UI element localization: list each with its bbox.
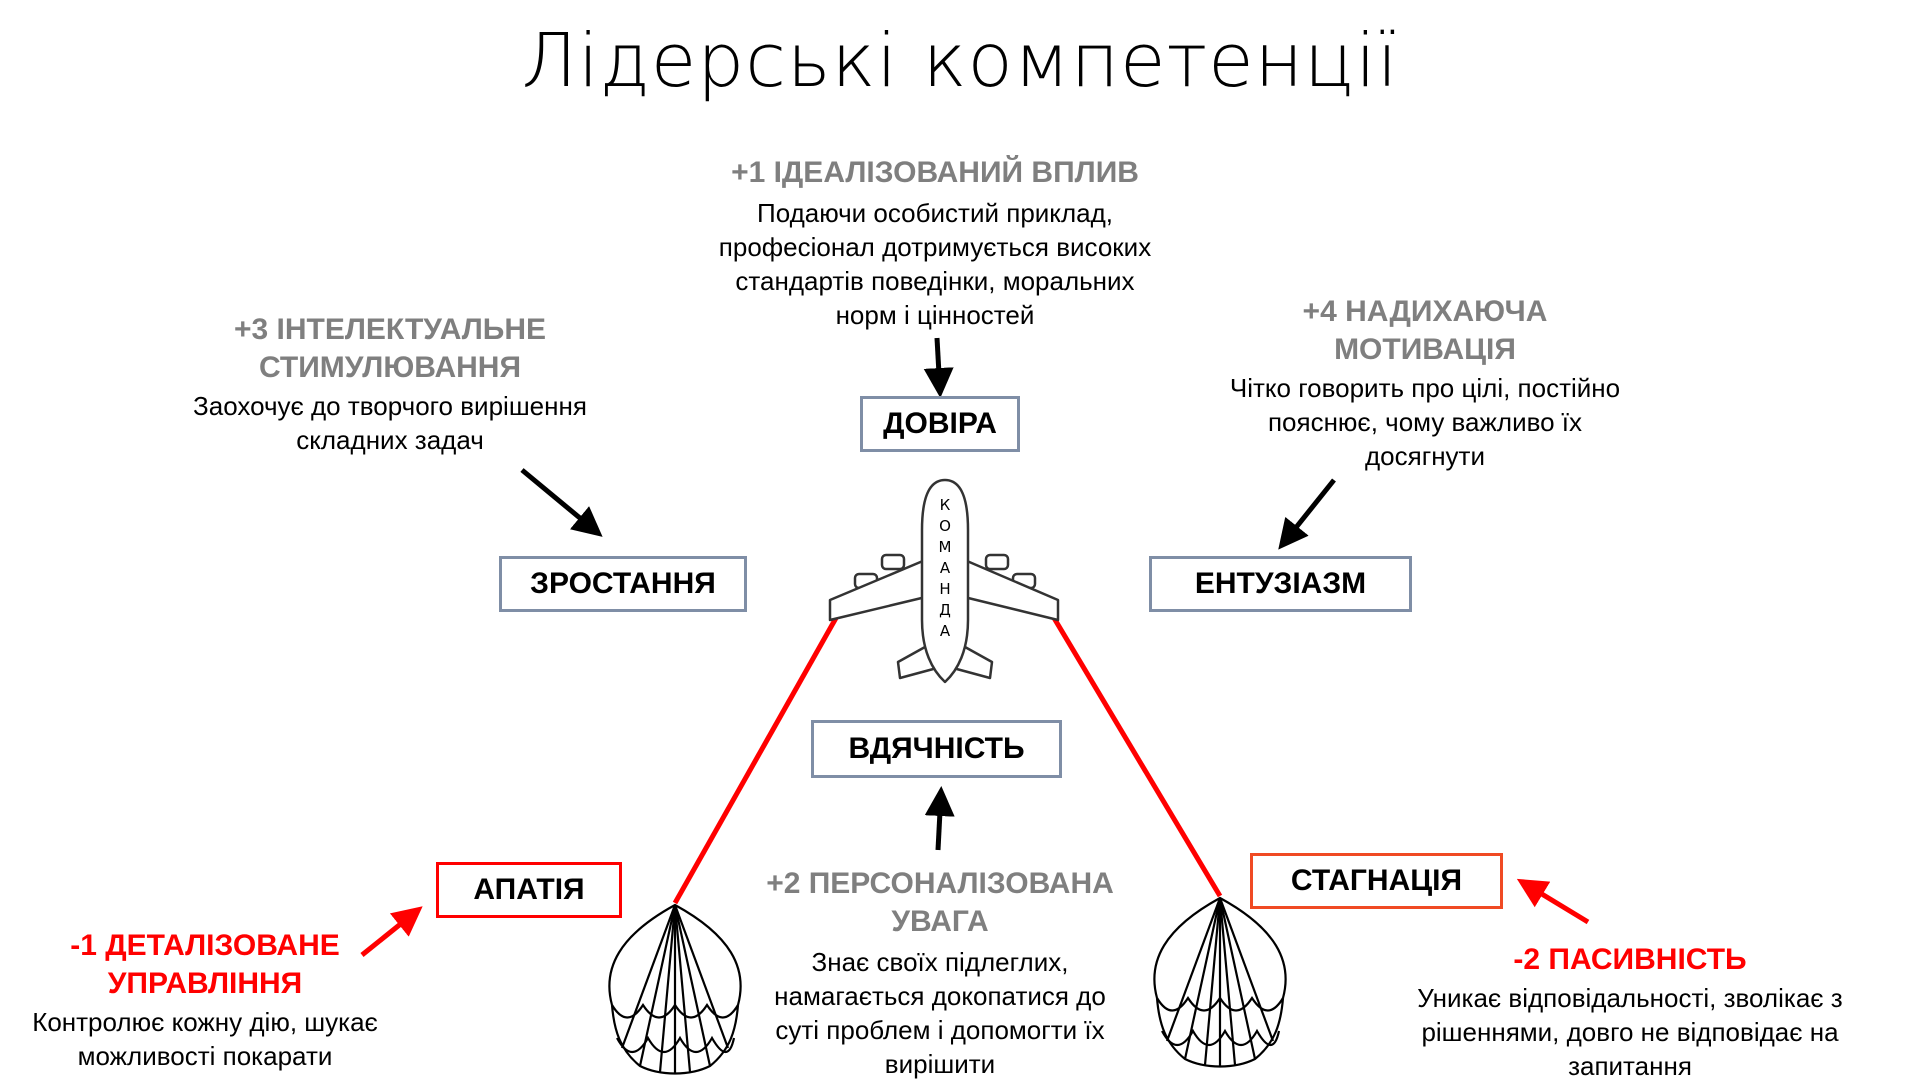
arrow-intellectual-to-growth [520, 468, 603, 537]
enthusiasm-box: ЕНТУЗІАЗМ [1149, 556, 1412, 612]
micromanagement-desc-line: можливості покарати [77, 1041, 333, 1071]
plane-letter: О [939, 517, 951, 535]
personalized-attention-block: +2 ПЕРСОНАЛІЗОВАНА УВАГА Знає своїх підл… [700, 865, 1180, 1081]
personalized-attention-heading: УВАГА [891, 905, 989, 938]
personalized-attention-desc-line: вирішити [884, 1049, 996, 1079]
inspirational-motivation-desc-line: досягнути [1365, 441, 1485, 471]
arrow-idealized-to-trust [923, 337, 954, 398]
idealized-influence-desc-line: норм і цінностей [835, 300, 1035, 330]
passivity-desc-line: запитання [1568, 1051, 1692, 1081]
intellectual-stimulation-heading: +3 ІНТЕЛЕКТУАЛЬНЕ [233, 313, 547, 346]
rope-left [672, 616, 839, 905]
personalized-attention-desc-line: суті проблем і допомогти їх [775, 1015, 1105, 1045]
idealized-influence-heading: +1 ІДЕАЛІЗОВАНИЙ ВПЛИВ [731, 156, 1139, 189]
idealized-influence-desc-line: Подаючи особистий приклад, [757, 198, 1113, 228]
arrow-micromanagement-to-apathy [360, 906, 423, 957]
inspirational-motivation-heading: +4 НАДИХАЮЧА [1302, 295, 1548, 328]
personalized-attention-desc-line: намагається докопатися до [774, 981, 1106, 1011]
micromanagement-heading: -1 ДЕТАЛІЗОВАНЕ [70, 929, 340, 962]
stagnation-box: СТАГНАЦІЯ [1250, 853, 1503, 909]
passivity-heading: -2 ПАСИВНІСТЬ [1513, 943, 1747, 976]
inspirational-motivation-heading: МОТИВАЦІЯ [1334, 333, 1516, 366]
passivity-desc-line: Уникає відповідальності, зволікає з [1417, 983, 1843, 1013]
arrow-inspirational-to-enthusiasm [1278, 478, 1336, 550]
idealized-influence-desc-line: професіонал дотримується високих [718, 232, 1152, 262]
micromanagement-block: -1 ДЕТАЛІЗОВАНЕ УПРАВЛІННЯ Контролює кож… [0, 927, 410, 1073]
plane-letter: Н [939, 580, 950, 598]
gratitude-box: ВДЯЧНІСТЬ [811, 720, 1062, 778]
plane-letter: А [940, 559, 951, 577]
intellectual-stimulation-desc-line: Заохочує до творчого вирішення [193, 391, 587, 421]
arrow-passivity-to-stagnation [1516, 878, 1590, 925]
intellectual-stimulation-block: +3 ІНТЕЛЕКТУАЛЬНЕ СТИМУЛЮВАННЯ Заохочує … [140, 311, 640, 457]
rope-right [1051, 616, 1223, 898]
intellectual-stimulation-desc-line: складних задач [296, 425, 484, 455]
personalized-attention-heading: +2 ПЕРСОНАЛІЗОВАНА [766, 867, 1114, 900]
plane-letter: К [940, 496, 951, 514]
arrow-personalized-to-gratitude [924, 786, 955, 851]
airplane-icon [828, 478, 1060, 684]
micromanagement-heading: УПРАВЛІННЯ [107, 967, 303, 1000]
plane-letter: А [940, 622, 951, 640]
growth-box: ЗРОСТАННЯ [499, 556, 747, 612]
micromanagement-desc-line: Контролює кожну дію, шукає [32, 1007, 378, 1037]
parachute-icon [1153, 896, 1287, 1068]
passivity-block: -2 ПАСИВНІСТЬ Уникає відповідальності, з… [1380, 941, 1880, 1083]
trust-box: ДОВІРА [860, 396, 1020, 452]
inspirational-motivation-desc-line: Чітко говорить про цілі, постійно [1229, 373, 1621, 403]
inspirational-motivation-block: +4 НАДИХАЮЧА МОТИВАЦІЯ Чітко говорить пр… [1165, 293, 1685, 473]
passivity-desc-line: рішеннями, довго не відповідає на [1421, 1017, 1839, 1047]
page-title: Лідерські компетенції [521, 18, 1399, 104]
parachute-icon [608, 903, 742, 1075]
idealized-influence-block: +1 ІДЕАЛІЗОВАНИЙ ВПЛИВ Подаючи особистий… [640, 154, 1230, 332]
inspirational-motivation-desc-line: пояснює, чому важливо їх [1267, 407, 1583, 437]
intellectual-stimulation-heading: СТИМУЛЮВАННЯ [258, 351, 522, 384]
apathy-box: АПАТІЯ [436, 862, 622, 918]
personalized-attention-desc-line: Знає своїх підлеглих, [811, 947, 1069, 977]
plane-letter: М [939, 538, 952, 556]
plane-letter: Д [939, 601, 951, 619]
idealized-influence-desc-line: стандартів поведінки, моральних [735, 266, 1135, 296]
